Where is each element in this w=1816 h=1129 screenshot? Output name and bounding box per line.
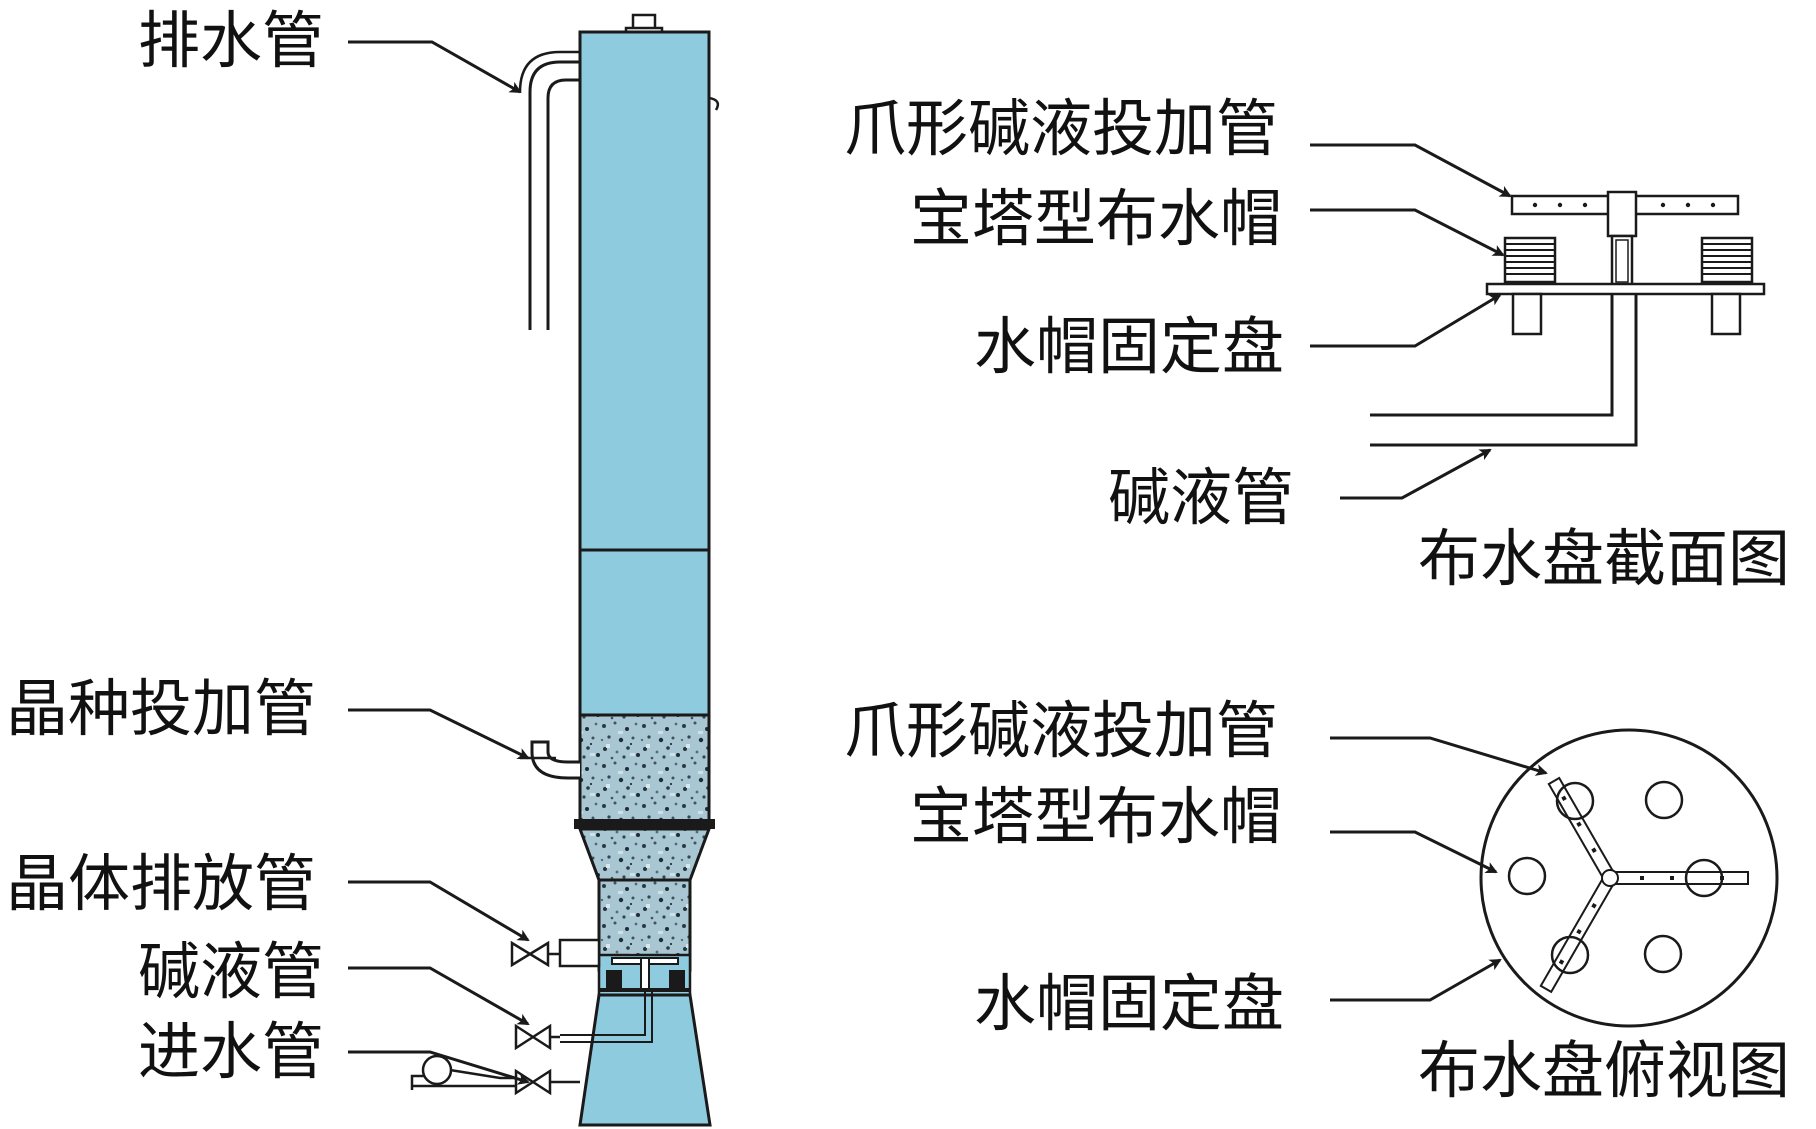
seed-pipe <box>520 740 580 780</box>
top-arm-cap-3 <box>1550 935 1590 975</box>
top-view <box>1479 728 1779 1028</box>
label-section-plate: 水帽固定盘 <box>974 310 1284 383</box>
inlet-assembly <box>410 1054 580 1096</box>
label-top-pagoda: 宝塔型布水帽 <box>910 780 1282 853</box>
pagoda-cap-left <box>606 970 622 990</box>
top-cap-hole-1 <box>1644 780 1684 820</box>
reactor-column <box>560 13 715 1127</box>
pump-icon <box>421 1054 453 1086</box>
crystal-bed <box>578 713 711 825</box>
label-section-claw: 爪形碱液投加管 <box>844 92 1278 165</box>
label-section-pagoda: 宝塔型布水帽 <box>910 182 1282 255</box>
section-cap-plate <box>1485 282 1766 296</box>
alkali-valve-assembly <box>514 1023 560 1051</box>
pagoda-cap-right <box>669 970 685 990</box>
top-cap-hole-2 <box>1507 856 1547 896</box>
label-top-claw: 爪形碱液投加管 <box>844 694 1278 767</box>
middle-column <box>578 548 711 717</box>
label-crystal-discharge: 晶体排放管 <box>6 847 316 920</box>
upper-column <box>578 30 711 552</box>
top-cap-hole-3 <box>1643 934 1683 974</box>
caption-section-view: 布水盘截面图 <box>1418 522 1790 595</box>
drain-pipe <box>518 50 580 330</box>
column-flange <box>574 819 715 829</box>
section-pagoda-cap-right <box>1700 236 1754 284</box>
label-section-alkali: 碱液管 <box>1108 461 1294 534</box>
label-seed-pipe: 晶种投加管 <box>6 672 316 745</box>
section-view <box>1370 190 1766 447</box>
tapered-section <box>577 827 712 882</box>
label-top-plate: 水帽固定盘 <box>974 967 1284 1040</box>
section-pagoda-cap-left <box>1503 236 1557 284</box>
label-drain-pipe: 排水管 <box>138 4 324 77</box>
bottom-cone <box>578 993 712 1127</box>
label-alkali-pipe-left: 碱液管 <box>138 935 324 1008</box>
caption-top-view: 布水盘俯视图 <box>1418 1034 1790 1107</box>
crystal-discharge-assembly <box>510 938 601 968</box>
top-arm-cap-1 <box>1555 781 1595 821</box>
top-arm-cap-2 <box>1684 858 1724 898</box>
label-inlet-pipe: 进水管 <box>138 1015 324 1088</box>
